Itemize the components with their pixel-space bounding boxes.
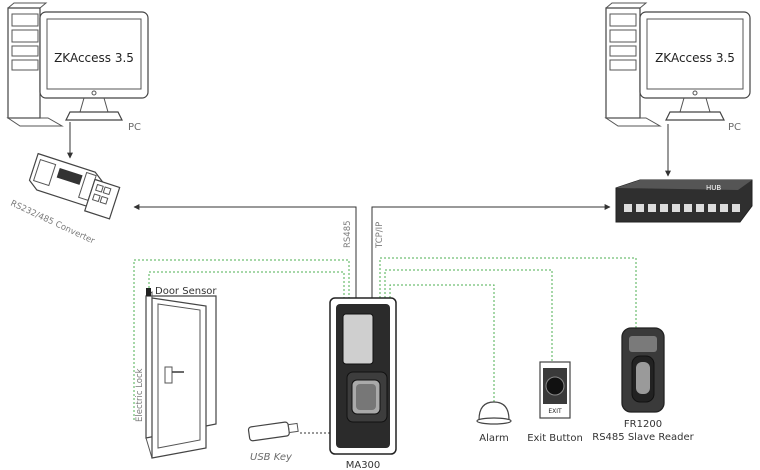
- usb-key: USB Key: [247, 421, 330, 463]
- electric-lock-label: Electric Lock: [135, 368, 145, 422]
- left-pc-monitor: [39, 11, 149, 121]
- slave-reader-label-line2: RS485 Slave Reader: [592, 432, 694, 443]
- usb-key-label: USB Key: [250, 452, 293, 463]
- fr1200-slave-reader: FR1200 RS485 Slave Reader: [592, 327, 695, 443]
- left-pc: ZKAccess 3.5 PC: [6, 2, 149, 133]
- door-sensor-wire: [148, 271, 345, 298]
- rs485-line: [133, 204, 357, 298]
- electric-lock-wire: [133, 259, 350, 420]
- network-hub: HUB: [615, 179, 753, 223]
- rs232-485-converter: RS232/485 Converter: [9, 152, 121, 247]
- data-connections: RS485 TCP/IP: [133, 204, 611, 298]
- tcpip-line: [371, 204, 611, 298]
- slave-reader-label-line1: FR1200: [624, 419, 662, 430]
- ma300-label: MA300: [346, 460, 381, 470]
- auxiliary-wiring: [133, 257, 637, 420]
- slave-reader-wire: [379, 257, 637, 328]
- tcpip-label: TCP/IP: [375, 222, 385, 249]
- left-pc-screen-text: ZKAccess 3.5: [54, 51, 134, 65]
- converter-label: RS232/485 Converter: [9, 199, 97, 247]
- door: Door Sensor Electric Lock: [135, 286, 217, 459]
- exit-button-wire: [384, 269, 553, 362]
- alarm-wire: [389, 284, 495, 402]
- alarm-label: Alarm: [479, 433, 508, 444]
- hub-label: HUB: [706, 184, 721, 192]
- right-pc-tower: [604, 2, 662, 127]
- right-pc: ZKAccess 3.5 PC: [604, 2, 751, 133]
- exit-button-label: Exit Button: [527, 433, 583, 444]
- exit-button: EXIT Exit Button: [527, 361, 583, 444]
- door-sensor-label: Door Sensor: [155, 286, 217, 297]
- alarm: Alarm: [476, 401, 512, 444]
- right-pc-screen-text: ZKAccess 3.5: [655, 51, 735, 65]
- exit-face-text: EXIT: [548, 408, 562, 415]
- rs485-label: RS485: [343, 220, 353, 248]
- right-pc-monitor: [639, 11, 751, 121]
- right-pc-label: PC: [728, 122, 741, 133]
- ma300-device: MA300: [329, 297, 397, 470]
- left-pc-tower: [6, 2, 64, 127]
- left-pc-label: PC: [128, 122, 141, 133]
